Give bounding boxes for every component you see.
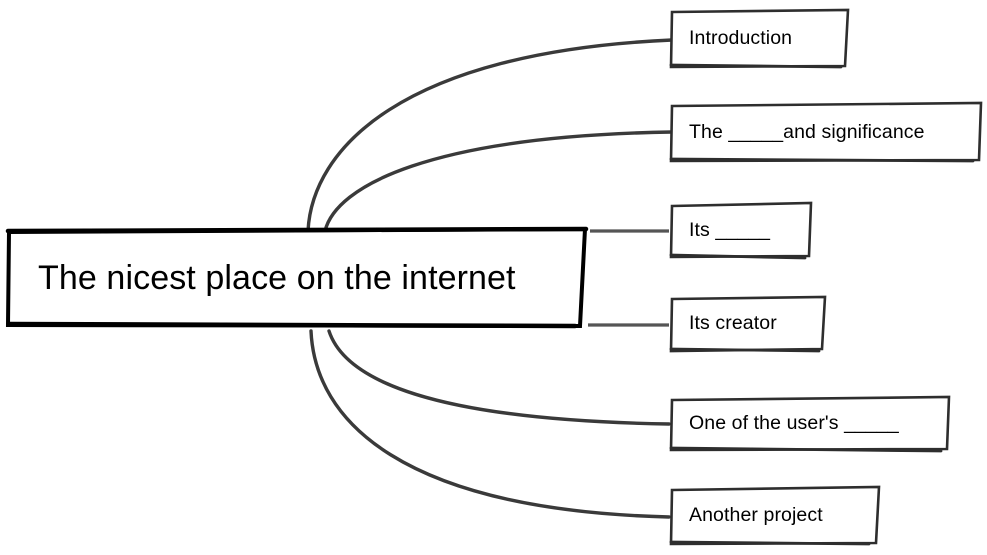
- branch-node-outline: [669, 395, 951, 453]
- branch-node-label: Its creator: [689, 312, 777, 335]
- branch-node-outline: [669, 8, 850, 69]
- branch-node-outline: [669, 201, 813, 260]
- branch-node-significance[interactable]: The _____and significance: [669, 101, 985, 164]
- branch-node-outline: [669, 295, 827, 353]
- branch-node-label: Its _____: [689, 218, 771, 241]
- branch-node-label: The _____and significance: [689, 120, 925, 143]
- branch-node-introduction[interactable]: Introduction: [669, 8, 852, 70]
- branch-node-label: One of the user's _____: [689, 412, 899, 435]
- branch-node-label: Introduction: [689, 27, 793, 50]
- central-node[interactable]: The nicest place on the internet: [5, 226, 589, 330]
- branch-node-outline: [669, 101, 983, 163]
- central-node-label: The nicest place on the internet: [38, 259, 516, 297]
- branch-node-outline: [669, 485, 881, 546]
- central-node-outline: [5, 226, 589, 329]
- branch-node-one-of-the-users[interactable]: One of the user's _____: [669, 395, 953, 453]
- branch-node-another-project[interactable]: Another project: [669, 485, 883, 547]
- branch-node-label: Another project: [689, 504, 823, 527]
- branch-node-its[interactable]: Its _____: [669, 201, 815, 260]
- branch-node-its-creator[interactable]: Its creator: [669, 295, 829, 353]
